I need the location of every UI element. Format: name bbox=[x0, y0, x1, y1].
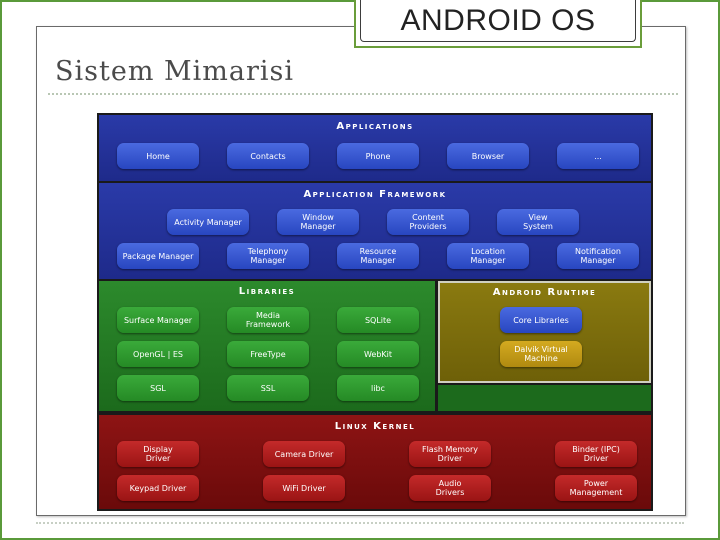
kernel-keypad-driver: Keypad Driver bbox=[117, 475, 199, 501]
kernel-flash-memory-driver: Flash Memory Driver bbox=[409, 441, 491, 467]
runtime-dalvik-vm: Dalvik Virtual Machine bbox=[500, 341, 582, 367]
runtime-spacer bbox=[438, 385, 651, 411]
bottom-divider bbox=[36, 522, 684, 524]
android-runtime-title: Android Runtime bbox=[492, 287, 597, 298]
linux-kernel-layer: Linux Kernel Display Driver Camera Drive… bbox=[99, 415, 651, 509]
framework-activity-manager: Activity Manager bbox=[167, 209, 249, 235]
slide-title: Sistem Mimarisi bbox=[55, 56, 295, 87]
app-item-browser: Browser bbox=[447, 143, 529, 169]
title-divider bbox=[48, 93, 678, 95]
framework-telephony-manager: Telephony Manager bbox=[227, 243, 309, 269]
kernel-power-management: Power Management bbox=[555, 475, 637, 501]
framework-view-system: View System bbox=[497, 209, 579, 235]
android-architecture-diagram: Applications Home Contacts Phone Browser… bbox=[97, 113, 653, 511]
framework-content-providers: Content Providers bbox=[387, 209, 469, 235]
applications-layer-title: Applications bbox=[336, 121, 414, 132]
framework-notification-manager: Notification Manager bbox=[557, 243, 639, 269]
library-freetype: FreeType bbox=[227, 341, 309, 367]
applications-layer: Applications Home Contacts Phone Browser… bbox=[99, 115, 651, 181]
framework-resource-manager: Resource Manager bbox=[337, 243, 419, 269]
library-surface-manager: Surface Manager bbox=[117, 307, 199, 333]
libraries-layer-title: Libraries bbox=[238, 286, 296, 297]
framework-window-manager: Window Manager bbox=[277, 209, 359, 235]
application-framework-layer: Application Framework Activity Manager W… bbox=[99, 183, 651, 279]
library-webkit: WebKit bbox=[337, 341, 419, 367]
application-framework-title: Application Framework bbox=[303, 189, 447, 200]
kernel-wifi-driver: WiFi Driver bbox=[263, 475, 345, 501]
framework-package-manager: Package Manager bbox=[117, 243, 199, 269]
os-title-tab: ANDROID OS bbox=[354, 0, 642, 48]
runtime-core-libraries: Core Libraries bbox=[500, 307, 582, 333]
framework-location-manager: Location Manager bbox=[447, 243, 529, 269]
kernel-binder-ipc-driver: Binder (IPC) Driver bbox=[555, 441, 637, 467]
os-title-label: ANDROID OS bbox=[360, 0, 636, 42]
app-item-more: ... bbox=[557, 143, 639, 169]
app-item-contacts: Contacts bbox=[227, 143, 309, 169]
libraries-layer: Libraries Surface Manager Media Framewor… bbox=[99, 281, 435, 411]
kernel-camera-driver: Camera Driver bbox=[263, 441, 345, 467]
android-runtime-layer: Android Runtime Core Libraries Dalvik Vi… bbox=[438, 281, 651, 383]
library-sqlite: SQLite bbox=[337, 307, 419, 333]
kernel-audio-drivers: Audio Drivers bbox=[409, 475, 491, 501]
linux-kernel-title: Linux Kernel bbox=[334, 421, 416, 432]
library-libc: libc bbox=[337, 375, 419, 401]
library-media-framework: Media Framework bbox=[227, 307, 309, 333]
library-sgl: SGL bbox=[117, 375, 199, 401]
app-item-home: Home bbox=[117, 143, 199, 169]
kernel-display-driver: Display Driver bbox=[117, 441, 199, 467]
library-opengl-es: OpenGL | ES bbox=[117, 341, 199, 367]
app-item-phone: Phone bbox=[337, 143, 419, 169]
library-ssl: SSL bbox=[227, 375, 309, 401]
